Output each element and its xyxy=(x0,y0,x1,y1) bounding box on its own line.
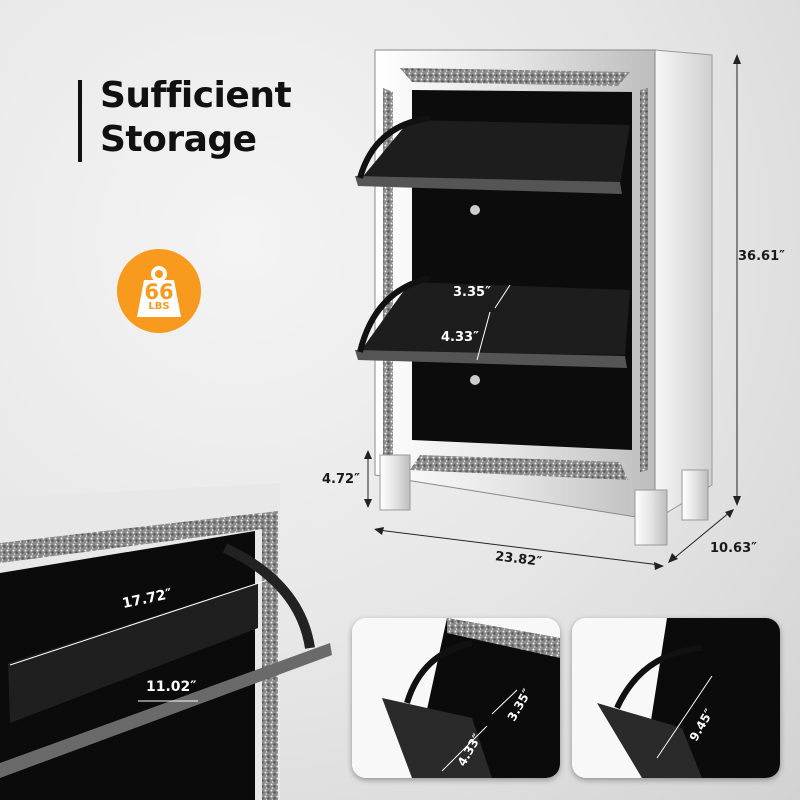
weight-unit: LBS xyxy=(148,301,170,312)
height-dimension: 36.61″ xyxy=(738,249,785,264)
title-line-1: Sufficient xyxy=(100,75,292,116)
drawer-inner-width-dimension: 11.02″ xyxy=(146,679,197,695)
weight-value: 66 xyxy=(144,280,174,304)
weight-badge: 66 LBS xyxy=(117,249,201,333)
page-title: Sufficient Storage xyxy=(100,74,292,162)
title-line-2: Storage xyxy=(100,119,257,160)
thumbnail-shelf-gaps: 3.35″ 4.33″ xyxy=(352,618,560,778)
heading-accent-bar xyxy=(78,80,82,162)
thumbnail-drawer-depth: 9.45″ xyxy=(572,618,780,778)
shelf-gap-upper-dimension: 3.35″ xyxy=(453,285,491,300)
depth-dimension: 10.63″ xyxy=(710,541,757,556)
leg-height-dimension: 4.72″ xyxy=(322,472,360,487)
shelf-gap-lower-dimension: 4.33″ xyxy=(441,330,479,345)
weight-icon xyxy=(137,266,181,317)
drawer-closeup: 17.72″ 11.02″ xyxy=(0,483,340,800)
